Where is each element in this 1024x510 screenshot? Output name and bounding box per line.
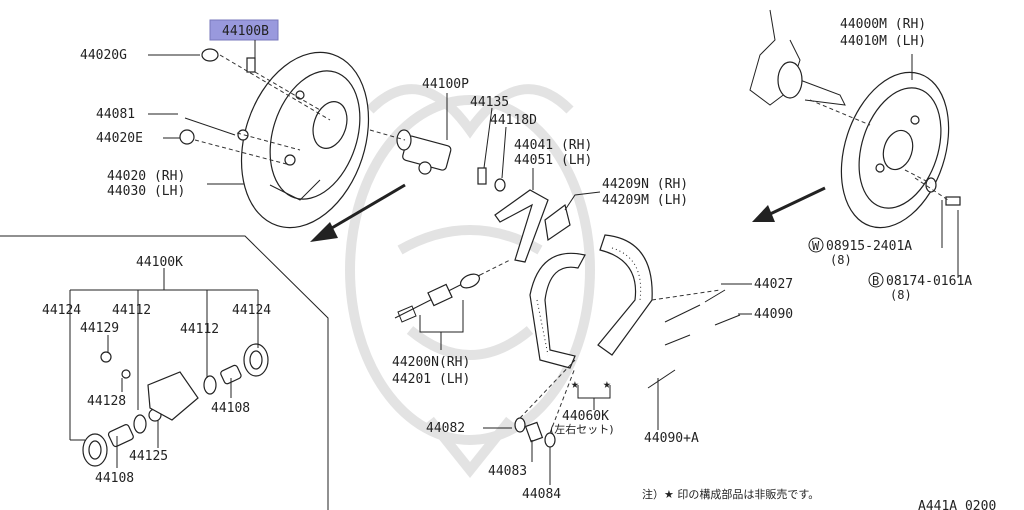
label-44100P: 44100P: [422, 77, 469, 92]
brake-shoe-right: [597, 234, 653, 356]
label-44090-a: 44090+A: [644, 431, 699, 446]
label-44020G: 44020G: [80, 48, 127, 63]
circle-w-marker: [808, 237, 824, 253]
label-44201-lh: 44201 (LH): [392, 372, 470, 387]
label-44020-rh: 44020 (RH): [107, 169, 185, 184]
label-circle-w: W: [812, 239, 820, 253]
diagram-code: A441A 0200: [918, 499, 996, 510]
label-44124-right: 44124: [232, 303, 271, 318]
cylinder-kit-parts: [82, 343, 269, 467]
label-circle-b: B: [872, 274, 879, 288]
bolt-washer-right: [925, 177, 961, 206]
label-44209N-rh: 44209N (RH): [602, 177, 688, 192]
star-right: ★: [603, 377, 611, 392]
label-44128: 44128: [87, 394, 126, 409]
label-44112-left: 44112: [112, 303, 151, 318]
label-44125: 44125: [129, 449, 168, 464]
label-08174-0161A: 08174-0161A: [886, 274, 972, 289]
return-springs: [647, 289, 741, 389]
small-parts-left: [179, 48, 256, 145]
label-44060K: 44060K: [562, 409, 609, 424]
label-44090: 44090: [754, 307, 793, 322]
label-44000M-rh: 44000M (RH): [840, 17, 926, 32]
leader-lines: [69, 40, 959, 485]
backing-plate: [240, 51, 370, 229]
label-44108-left: 44108: [95, 471, 134, 486]
label-44118D: 44118D: [490, 113, 537, 128]
label-44060K-set: (左右セット): [550, 422, 614, 436]
drum-backing-plate: [840, 71, 950, 229]
brake-shoe-left: [529, 252, 586, 369]
direction-arrow-left: [310, 183, 406, 242]
footnote: 注）★ 印の構成部品は非販売です。: [642, 487, 819, 501]
spring-washers: [477, 167, 506, 192]
label-44200N-rh: 44200N(RH): [392, 355, 470, 370]
label-44084: 44084: [522, 487, 561, 502]
label-44100K: 44100K: [136, 255, 183, 270]
label-44135: 44135: [470, 95, 509, 110]
label-44010M-lh: 44010M (LH): [840, 34, 926, 49]
parking-lever: [494, 189, 571, 263]
label-44051-lh: 44051 (LH): [514, 153, 592, 168]
label-08915-qty: (8): [830, 253, 852, 267]
label-08174-qty: (8): [890, 288, 912, 302]
label-44082: 44082: [426, 421, 465, 436]
label-44108-right: 44108: [211, 401, 250, 416]
label-44129: 44129: [80, 321, 119, 336]
highlight-box: [209, 19, 279, 41]
label-44209M-lh: 44209M (LH): [602, 193, 688, 208]
adjuster-assembly: [394, 273, 481, 323]
kit-panel-border: [0, 235, 329, 510]
wheel-cylinder: [396, 129, 452, 175]
star-left: ★: [571, 377, 579, 392]
label-44041-rh: 44041 (RH): [514, 138, 592, 153]
label-44027: 44027: [754, 277, 793, 292]
direction-arrow-right: [752, 186, 826, 222]
label-08915-2401A: 08915-2401A: [826, 239, 912, 254]
label-44112-right: 44112: [180, 322, 219, 337]
label-44100B: 44100B: [222, 24, 269, 39]
circle-b-marker: [868, 272, 884, 288]
label-44081: 44081: [96, 107, 135, 122]
label-44020E: 44020E: [96, 131, 143, 146]
axle-housing: [749, 9, 846, 106]
hold-down-parts: [514, 417, 556, 448]
label-44030-lh: 44030 (LH): [107, 184, 185, 199]
label-44083: 44083: [488, 464, 527, 479]
label-44124-left: 44124: [42, 303, 81, 318]
